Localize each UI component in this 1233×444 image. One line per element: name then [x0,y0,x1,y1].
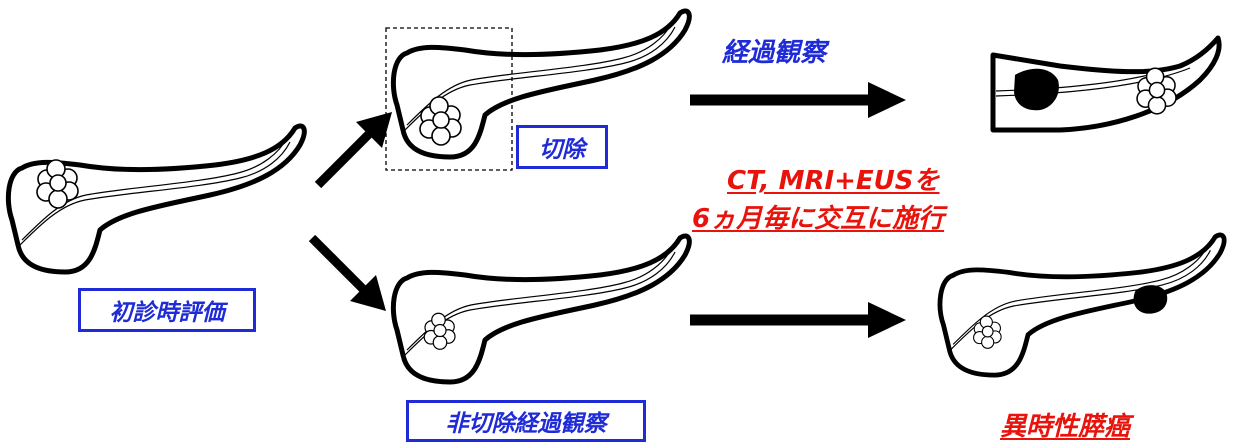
followup-line1: CT, MRI+EUSを [727,166,940,196]
pancreas-initial [8,126,304,272]
tumor-remnant [1014,68,1059,111]
followup-line2: 6ヵ月毎に交互に施行 [692,204,945,234]
cyst-cluster-nonresection [423,312,456,350]
pancreas-nonresection [393,236,689,382]
cyst-cluster-resection [419,96,462,146]
pancreas-metachronous [940,235,1224,375]
resection-label: 切除 [516,125,608,169]
arrow-resection-to-remnant [690,82,906,118]
arrow-to-resection [314,112,392,189]
observation-label: 経過観察 [722,38,827,68]
metachronous-label: 異時性膵癌 [1000,412,1131,442]
arrow-nonresection-to-cancer [690,302,906,338]
initial-eval-label: 初診時評価 [78,288,256,332]
cyst-cluster-initial [36,159,79,209]
pancreas-remnant [990,35,1222,133]
arrow-to-nonresection [308,234,386,311]
tumor-metachronous [1133,285,1168,314]
nonresection-label: 非切除経過観察 [406,400,646,442]
resection-dashed-box [385,27,513,171]
